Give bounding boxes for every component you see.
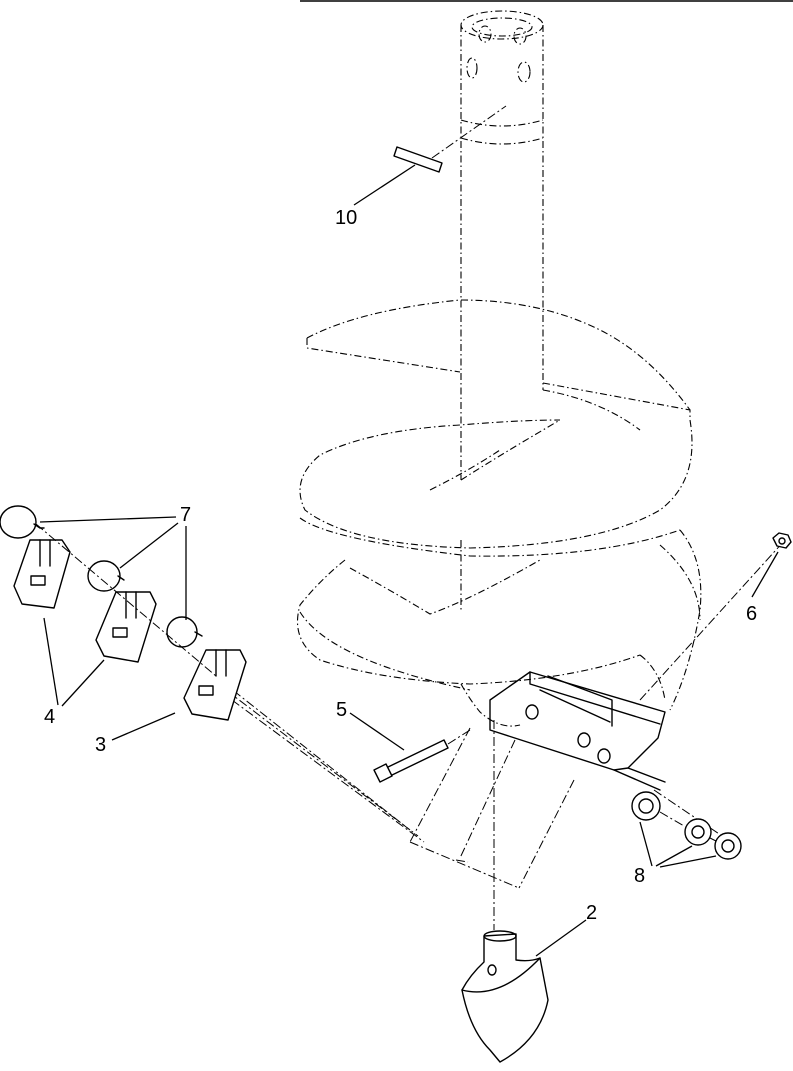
callout-2: 2 (586, 902, 598, 924)
washer-nut-1 (631, 791, 661, 821)
tooth-assembly-3 (166, 616, 247, 721)
callout-7: 7 (180, 504, 192, 526)
callout-10: 10 (335, 207, 358, 229)
tooth-assembly-2 (87, 560, 157, 663)
bolt (373, 729, 471, 783)
callout-5: 5 (336, 699, 348, 721)
pin-1 (0, 505, 37, 539)
cutter-head-plate (489, 671, 666, 791)
callout-4: 4 (44, 706, 56, 728)
leader-lines (39, 164, 779, 957)
nut-small (772, 532, 792, 549)
callout-3: 3 (95, 734, 107, 756)
tooth-assembly-1 (0, 505, 71, 609)
pin-2 (87, 560, 121, 592)
pilot-point (461, 930, 549, 1063)
callout-6: 6 (746, 603, 758, 625)
shaft-key (393, 105, 507, 173)
washer-nut-3 (714, 832, 742, 860)
auger-flighting (296, 299, 702, 727)
auger-shaft (460, 10, 544, 610)
callout-8: 8 (634, 865, 646, 887)
washer-nuts (631, 791, 742, 860)
washer-nut-2 (684, 818, 712, 846)
pin-3 (166, 616, 198, 648)
